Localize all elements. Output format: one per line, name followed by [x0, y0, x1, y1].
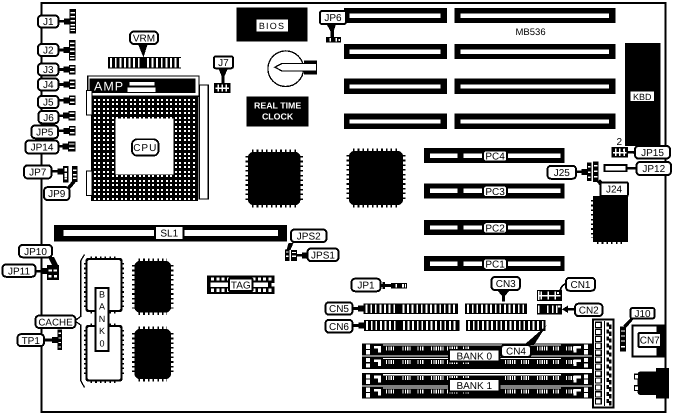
svg-text:JP7: JP7	[29, 168, 47, 179]
svg-text:CN5: CN5	[329, 304, 349, 315]
svg-text:JP5: JP5	[36, 128, 54, 139]
svg-text:TAG: TAG	[231, 280, 251, 291]
svg-text:CN1: CN1	[570, 280, 590, 291]
svg-text:J5: J5	[43, 98, 54, 109]
svg-text:0: 0	[99, 338, 104, 348]
svg-text:JP6: JP6	[324, 13, 342, 24]
svg-text:CLOCK: CLOCK	[262, 112, 294, 122]
svg-text:BANK 1: BANK 1	[456, 381, 492, 392]
svg-text:PC4: PC4	[485, 152, 505, 163]
svg-text:CN4: CN4	[506, 347, 526, 358]
svg-text:TP1: TP1	[22, 336, 41, 347]
svg-text:J6: J6	[43, 113, 54, 124]
svg-text:JP12: JP12	[642, 164, 665, 175]
svg-text:CN2: CN2	[579, 306, 599, 317]
svg-text:JP11: JP11	[8, 266, 30, 277]
svg-text:J1: J1	[43, 17, 54, 28]
svg-text:BANK 0: BANK 0	[456, 351, 492, 362]
svg-text:J24: J24	[606, 185, 623, 196]
svg-text:AMP: AMP	[94, 80, 124, 94]
svg-text:REAL TIME: REAL TIME	[254, 101, 301, 111]
svg-text:B: B	[99, 290, 105, 300]
svg-text:JPS1: JPS1	[311, 250, 335, 261]
svg-text:J25: J25	[554, 168, 571, 179]
svg-text:JP15: JP15	[641, 148, 664, 159]
svg-text:CN7: CN7	[640, 336, 660, 347]
svg-text:N: N	[99, 314, 106, 324]
svg-text:JP1: JP1	[357, 281, 375, 292]
svg-text:JP9: JP9	[48, 189, 66, 200]
svg-text:VRM: VRM	[133, 33, 155, 44]
svg-text:J7: J7	[218, 58, 229, 69]
svg-text:J3: J3	[43, 65, 54, 76]
svg-text:CPU: CPU	[133, 143, 157, 154]
svg-text:A: A	[99, 302, 105, 312]
svg-text:JP14: JP14	[31, 143, 54, 154]
svg-text:JP10: JP10	[24, 247, 47, 258]
svg-text:J10: J10	[634, 309, 651, 320]
svg-text:KBD: KBD	[633, 92, 652, 102]
svg-text:CACHE: CACHE	[38, 317, 73, 328]
svg-text:CN3: CN3	[496, 279, 516, 290]
svg-text:JPS2: JPS2	[297, 231, 321, 242]
svg-text:PC2: PC2	[485, 224, 505, 235]
svg-text:2: 2	[617, 137, 623, 148]
svg-text:SL1: SL1	[160, 229, 178, 240]
svg-text:J4: J4	[43, 80, 54, 91]
svg-text:J2: J2	[43, 46, 54, 57]
svg-text:CN6: CN6	[329, 322, 349, 333]
svg-text:PC1: PC1	[485, 260, 505, 271]
svg-text:MB536: MB536	[516, 27, 546, 38]
svg-text:PC3: PC3	[485, 187, 505, 198]
svg-text:K: K	[99, 326, 105, 336]
svg-text:BIOS: BIOS	[259, 21, 285, 31]
